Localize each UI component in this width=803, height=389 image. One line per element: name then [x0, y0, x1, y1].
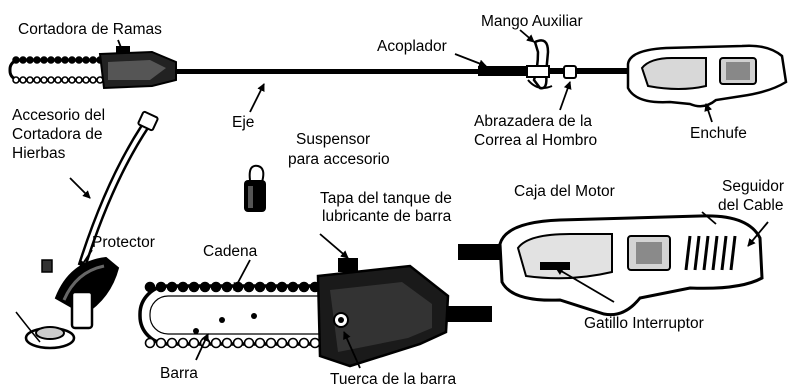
- leader-lines: [69, 29, 769, 369]
- chain-link: [82, 76, 90, 84]
- label-hanger-1: Suspensor: [296, 131, 371, 148]
- vent-slot: [720, 235, 728, 271]
- label-trimmer-attachment-1: Accesorio del: [12, 107, 106, 124]
- chain-link: [61, 76, 69, 84]
- chain-link: [287, 337, 299, 349]
- label-strap-clamp-1: Abrazadera de la: [474, 113, 593, 130]
- chain-link: [68, 76, 76, 84]
- chain-link: [144, 337, 156, 349]
- chain-link: [243, 337, 255, 349]
- top-shaft: [175, 66, 636, 76]
- chain-link: [155, 281, 167, 293]
- chain-link: [232, 337, 244, 349]
- label-shaft: Eje: [232, 114, 255, 131]
- label-guard: Protector: [92, 234, 155, 251]
- vent-slot: [702, 235, 710, 271]
- chain-link: [166, 337, 178, 349]
- chain-link: [298, 337, 310, 349]
- chain-link: [89, 56, 97, 64]
- chain-link: [276, 337, 288, 349]
- vent-slot: [684, 235, 692, 271]
- chain-link: [144, 281, 156, 293]
- chain-link: [188, 281, 200, 293]
- chain-link: [61, 56, 69, 64]
- chain-link: [254, 337, 266, 349]
- vent-slot: [711, 235, 719, 271]
- chain-link: [221, 337, 233, 349]
- chain-link: [210, 281, 222, 293]
- trimmer-attachment: [15, 110, 159, 350]
- label-chain: Cadena: [203, 243, 258, 260]
- chain-link: [276, 281, 288, 293]
- label-auxiliary-handle: Mango Auxiliar: [481, 13, 583, 30]
- chain-link: [54, 56, 62, 64]
- chain-link: [155, 337, 167, 349]
- shoulder-strap-clamp: [563, 65, 577, 79]
- top-motor-housing: [626, 44, 788, 108]
- chain-link: [33, 76, 41, 84]
- chain-link: [254, 281, 266, 293]
- chain-link: [26, 56, 34, 64]
- chain-link: [265, 281, 277, 293]
- chain-link: [47, 76, 55, 84]
- chain-link: [166, 281, 178, 293]
- label-bar-nut: Tuerca de la barra: [330, 371, 457, 388]
- chain-link: [177, 281, 189, 293]
- chain-link: [75, 76, 83, 84]
- label-hanger-2: para accesorio: [288, 151, 390, 168]
- chain-link: [12, 76, 20, 84]
- chain-link: [265, 337, 277, 349]
- label-oil-cap-1: Tapa del tanque de: [320, 190, 452, 207]
- chain-link: [82, 56, 90, 64]
- bottom-chain-bar: [138, 281, 368, 349]
- label-plug: Enchufe: [690, 125, 747, 142]
- chain-link: [287, 281, 299, 293]
- chain-link: [40, 56, 48, 64]
- chain-link: [177, 337, 189, 349]
- label-coupler: Acoplador: [377, 38, 447, 55]
- chain-link: [75, 56, 83, 64]
- bottom-motor-housing: [458, 214, 764, 317]
- chain-link: [68, 56, 76, 64]
- chain-link: [33, 56, 41, 64]
- label-trigger: Gatillo Interruptor: [584, 315, 704, 332]
- chain-link: [199, 281, 211, 293]
- chain-link: [309, 337, 321, 349]
- chain-link: [243, 281, 255, 293]
- auxiliary-handle: [526, 39, 553, 90]
- label-oil-cap-2: lubricante de barra: [322, 208, 452, 225]
- chain-link: [210, 337, 222, 349]
- attachment-hanger: [244, 164, 266, 212]
- label-trimmer-attachment-3: Hierbas: [12, 145, 66, 162]
- chain-link: [54, 76, 62, 84]
- top-saw-head: [98, 46, 177, 90]
- chain-link: [26, 76, 34, 84]
- chain-link: [40, 76, 48, 84]
- chain-link: [47, 56, 55, 64]
- label-trimmer-attachment-2: Cortadora de: [12, 126, 103, 143]
- bottom-saw-head: [316, 258, 492, 368]
- chain-link: [89, 76, 97, 84]
- chain-link: [19, 56, 27, 64]
- label-branch-cutter: Cortadora de Ramas: [18, 21, 162, 38]
- chain-link: [188, 337, 200, 349]
- vent-slot: [693, 235, 701, 271]
- label-motor-housing: Caja del Motor: [514, 183, 615, 200]
- chain-link: [19, 76, 27, 84]
- vent-slot: [729, 235, 737, 271]
- label-cord-retainer-2: del Cable: [718, 197, 784, 214]
- chain-link: [298, 281, 310, 293]
- label-bar: Barra: [160, 365, 198, 382]
- chain-link: [12, 56, 20, 64]
- label-strap-clamp-2: Correa al Hombro: [474, 132, 598, 149]
- label-cord-retainer-1: Seguidor: [722, 178, 785, 195]
- chain-link: [221, 281, 233, 293]
